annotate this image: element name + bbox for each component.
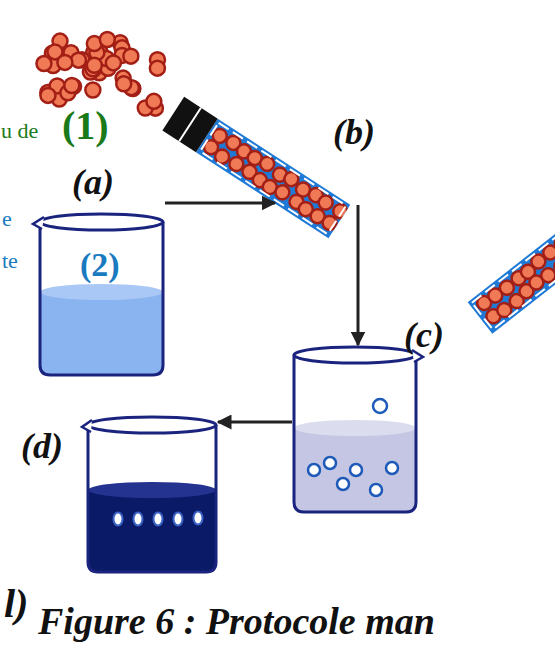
step-label: (d)	[21, 428, 63, 464]
bead	[87, 58, 102, 73]
beads-in-liquid	[114, 512, 203, 526]
tube	[468, 165, 555, 334]
tube-wall	[200, 123, 346, 234]
bead	[552, 234, 555, 254]
bead	[116, 76, 131, 91]
liquid-surface	[88, 482, 216, 498]
bead	[100, 32, 115, 47]
cut-text: te	[2, 250, 18, 272]
beaker-body	[40, 222, 163, 375]
tube-body	[196, 119, 350, 239]
process-arrow	[218, 421, 292, 424]
beaker	[82, 417, 216, 572]
liquid	[88, 490, 216, 572]
liquid	[294, 428, 416, 512]
bead-cluster	[36, 32, 165, 116]
beaker-rim	[88, 417, 216, 433]
tube	[162, 97, 352, 240]
beads-in-liquid	[308, 399, 398, 496]
beaker-node: (c)	[292, 345, 418, 515]
beaker-outline	[88, 425, 216, 572]
tube-wall	[472, 167, 555, 329]
bead	[540, 243, 555, 263]
solution-number: (2)	[80, 248, 120, 282]
tube-body	[468, 167, 555, 334]
bead	[85, 82, 100, 97]
beaker-rim	[294, 347, 416, 363]
step-label: (c)	[404, 317, 444, 353]
beaker-node: (a) (2)	[38, 160, 165, 378]
cap-line	[179, 108, 201, 142]
callout-number: (1)	[62, 106, 109, 146]
liquid-surface	[40, 284, 163, 300]
figure-caption: Figure 6 : Protocole man	[38, 602, 435, 640]
tube-beads	[474, 215, 555, 328]
beaker-rim	[40, 214, 163, 230]
tube-beads	[200, 123, 350, 236]
bead	[146, 94, 161, 109]
beaker-spout	[82, 420, 92, 432]
bead	[57, 55, 72, 70]
beaker-outline	[40, 222, 163, 375]
step-label: (a)	[72, 164, 114, 200]
process-arrow	[357, 205, 360, 345]
beaker	[294, 347, 423, 512]
bead	[64, 78, 79, 93]
beaker-outline	[294, 355, 416, 512]
step-label: (b)	[333, 114, 375, 150]
bead	[123, 49, 138, 64]
process-arrow	[165, 202, 275, 205]
liquid-surface	[294, 420, 416, 436]
bead	[40, 88, 55, 103]
tube-cap	[162, 97, 217, 152]
beaker-node: (d)	[85, 410, 218, 575]
bead	[106, 55, 121, 70]
cut-text: u de	[1, 120, 38, 142]
bead	[36, 56, 51, 71]
beaker-spout	[33, 217, 44, 229]
beaker-body	[294, 355, 416, 512]
tube-node: (b)	[275, 150, 370, 205]
beaker	[33, 214, 163, 375]
beaker-body	[88, 425, 216, 572]
cut-text: l)	[4, 584, 28, 624]
bead	[552, 256, 555, 276]
bead	[150, 61, 165, 76]
cut-text: e	[2, 208, 12, 230]
liquid	[40, 292, 163, 375]
